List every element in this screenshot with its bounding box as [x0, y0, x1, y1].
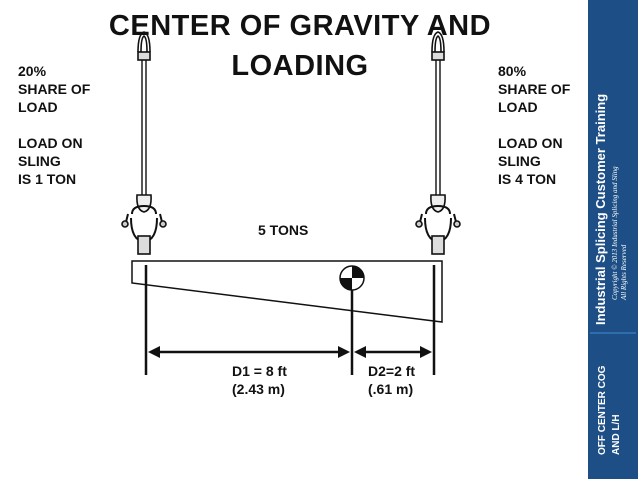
right-load-text-2: SLING — [498, 153, 541, 169]
right-load-value: IS 4 TON — [498, 171, 557, 187]
right-load-text: LOAD ON — [498, 135, 563, 151]
left-sling-icon — [121, 31, 167, 255]
center-of-gravity-icon — [339, 265, 365, 291]
sidebar-divider — [590, 332, 636, 334]
left-load-value: IS 1 TON — [18, 171, 77, 187]
dimension-2-feet: D2=2 ft — [368, 363, 416, 379]
right-share-percent: 80% — [498, 63, 527, 79]
dimension-2-label: D2=2 ft (.61 m) — [368, 362, 415, 398]
right-sling-icon — [415, 31, 461, 255]
left-load-text: LOAD ON — [18, 135, 83, 151]
left-share-percent: 20% — [18, 63, 47, 79]
section-subtitle: AND L/H — [611, 414, 622, 455]
dimension-1-label: D1 = 8 ft (2.43 m) — [232, 362, 287, 398]
dimension-2-arrow — [354, 346, 432, 358]
copyright-line: Copyright © 2013 Industrial Splicing and… — [611, 166, 619, 300]
right-sling-note: 80% SHARE OF LOAD LOAD ON SLING IS 4 TON — [498, 62, 570, 188]
load-weight-label: 5 TONS — [258, 222, 309, 238]
section-title: OFF CENTER COG — [597, 365, 608, 455]
dimension-1-arrow — [148, 346, 350, 358]
left-share-text: SHARE OF — [18, 81, 91, 97]
right-share-text-2: LOAD — [498, 99, 538, 115]
dimension-2-meters: (.61 m) — [368, 381, 414, 397]
brand-name: Industrial Splicing Customer Training — [593, 93, 608, 325]
page-title: CENTER OF GRAVITY AND LOADING — [108, 10, 492, 82]
right-share-text: SHARE OF — [498, 81, 571, 97]
left-share-text-2: LOAD — [18, 99, 58, 115]
load-beam — [131, 260, 443, 323]
rigging-diagram — [121, 31, 461, 375]
dimension-1-feet: D1 = 8 ft — [232, 363, 287, 379]
dimension-1-meters: (2.43 m) — [232, 381, 285, 397]
brand-sidebar — [588, 0, 638, 479]
left-sling-note: 20% SHARE OF LOAD LOAD ON SLING IS 1 TON — [18, 62, 90, 188]
left-load-text-2: SLING — [18, 153, 61, 169]
rights-reserved-line: All Rights Reserved — [620, 244, 628, 300]
